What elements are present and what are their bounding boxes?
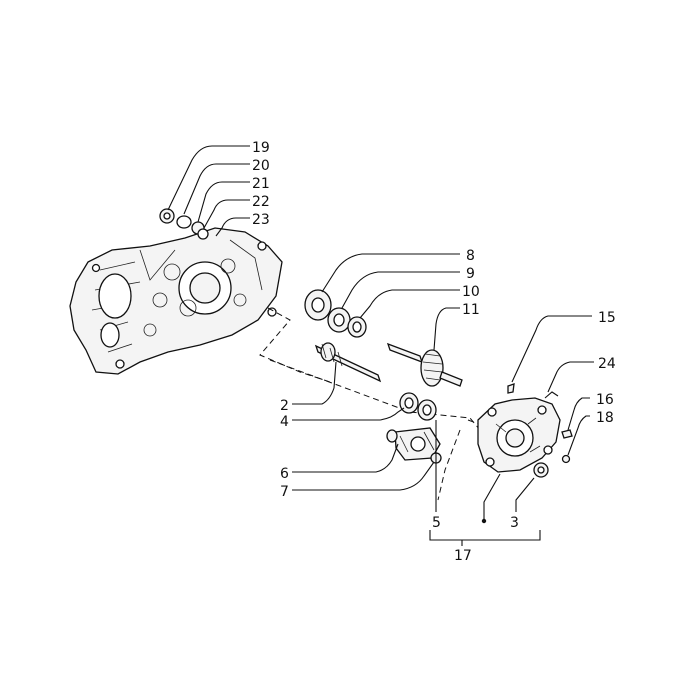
small-fasteners <box>507 383 573 478</box>
callout-21: 21 <box>252 176 270 192</box>
callout-8: 8 <box>466 248 475 264</box>
callout-4: 4 <box>280 414 289 430</box>
callout-5: 5 <box>432 515 441 531</box>
gear-shaft <box>386 342 463 387</box>
callout-16: 16 <box>596 392 614 408</box>
callout-10: 10 <box>462 284 480 300</box>
callout-3: 3 <box>510 515 519 531</box>
bearing-group <box>304 289 367 338</box>
callout-6: 6 <box>280 466 289 482</box>
crankcase-housing <box>69 227 283 375</box>
callout-22: 22 <box>252 194 270 210</box>
washer-stack <box>159 208 209 240</box>
pinion-assembly <box>386 427 442 464</box>
callout-17: 17 <box>454 548 472 564</box>
callout-11: 11 <box>462 302 480 318</box>
callout-18: 18 <box>596 410 614 426</box>
callout-23: 23 <box>252 212 270 228</box>
callout-labels: 19 20 21 22 23 8 9 10 11 15 24 16 18 2 4… <box>252 140 616 564</box>
bracket-dot <box>481 518 487 524</box>
callout-9: 9 <box>466 266 475 282</box>
callout-24: 24 <box>598 356 616 372</box>
callout-2: 2 <box>280 398 289 414</box>
callout-20: 20 <box>252 158 270 174</box>
gearbox-cover <box>477 391 561 473</box>
bearings-4-5 <box>399 392 437 421</box>
callout-7: 7 <box>280 484 289 500</box>
leader-lines <box>167 145 594 546</box>
drive-shaft <box>314 342 382 383</box>
callout-19: 19 <box>252 140 270 156</box>
callout-15: 15 <box>598 310 616 326</box>
